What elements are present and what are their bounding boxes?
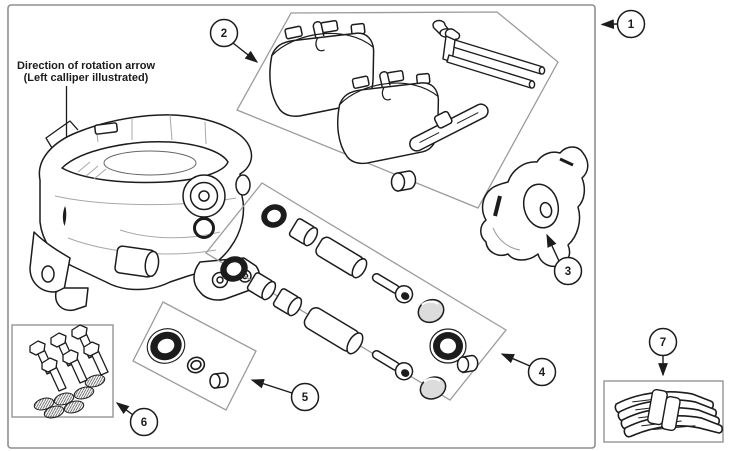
callout-5: 5 — [290, 382, 320, 412]
guide-pin-bolt — [371, 272, 414, 304]
callout-7: 7 — [648, 327, 678, 357]
guide-pin-seal-kit-box — [205, 182, 507, 401]
seal-ring — [220, 256, 248, 282]
cap-small — [209, 372, 229, 389]
bolts-washers-box — [11, 324, 114, 419]
cap-small — [456, 354, 479, 374]
guide-sleeve-tube — [303, 307, 364, 355]
sleeve-bush — [246, 272, 277, 301]
callout-1: 1 — [616, 9, 646, 39]
sleeve-bush — [288, 218, 319, 247]
sleeve-bush — [272, 288, 303, 317]
callout-4-number: 4 — [539, 367, 546, 379]
callout-6-number: 6 — [141, 417, 147, 429]
spring-band-clips — [647, 388, 681, 432]
allen-key-icon — [442, 28, 546, 89]
caliper-flange — [45, 120, 79, 149]
callout-7-number: 7 — [660, 337, 666, 349]
rotation-indicator-mark — [62, 206, 67, 226]
dome-cap — [419, 376, 447, 400]
caliper-piston-boss — [182, 174, 251, 239]
callout-1-number: 1 — [628, 19, 635, 31]
callout-1-arrow — [600, 19, 618, 30]
guide-pin-bolt — [371, 349, 414, 381]
callout-6: 6 — [129, 407, 159, 437]
callout-3-number: 3 — [565, 266, 571, 278]
callout-5-arrow — [250, 379, 293, 394]
brake-pads-and-tools-box — [236, 11, 559, 209]
caliper-cylinder-lug — [114, 245, 160, 278]
annotation-line2: (Left calliper illustrated) — [24, 72, 149, 84]
callout-4-arrow — [500, 353, 531, 367]
hex-bolts — [29, 324, 109, 392]
pad-spring-clip — [409, 103, 489, 152]
piston-boot-seal — [429, 328, 467, 364]
callout-2: 2 — [209, 18, 239, 48]
seal-ring-medium — [186, 356, 206, 374]
callout-2-number: 2 — [221, 28, 227, 40]
callout-2-arrow — [232, 42, 259, 63]
caliper-bracket — [480, 146, 589, 268]
callout-balloons: 1 2 3 4 5 6 7 — [129, 9, 678, 437]
callout-3-arrow — [546, 233, 560, 262]
guide-cap-small — [390, 170, 417, 192]
caliper-drawing — [29, 114, 261, 312]
pad-retaining-springs-box — [603, 380, 724, 443]
annotation-line1: Direction of rotation arrow — [17, 60, 156, 72]
seal-ring — [261, 204, 287, 228]
piston-seal-large — [146, 328, 186, 364]
guide-sleeve-tube — [315, 236, 368, 279]
callout-5-number: 5 — [302, 392, 309, 404]
caliper-left-mount — [29, 231, 89, 312]
dome-cap — [417, 298, 445, 324]
callout-6-arrow — [115, 402, 134, 416]
lock-washers — [33, 374, 106, 419]
piston-seal-kit-box — [132, 301, 257, 411]
callout-4: 4 — [527, 357, 557, 387]
panel-border — [7, 4, 596, 449]
caliper-bridge-window — [61, 140, 229, 184]
callout-3: 3 — [553, 256, 583, 286]
